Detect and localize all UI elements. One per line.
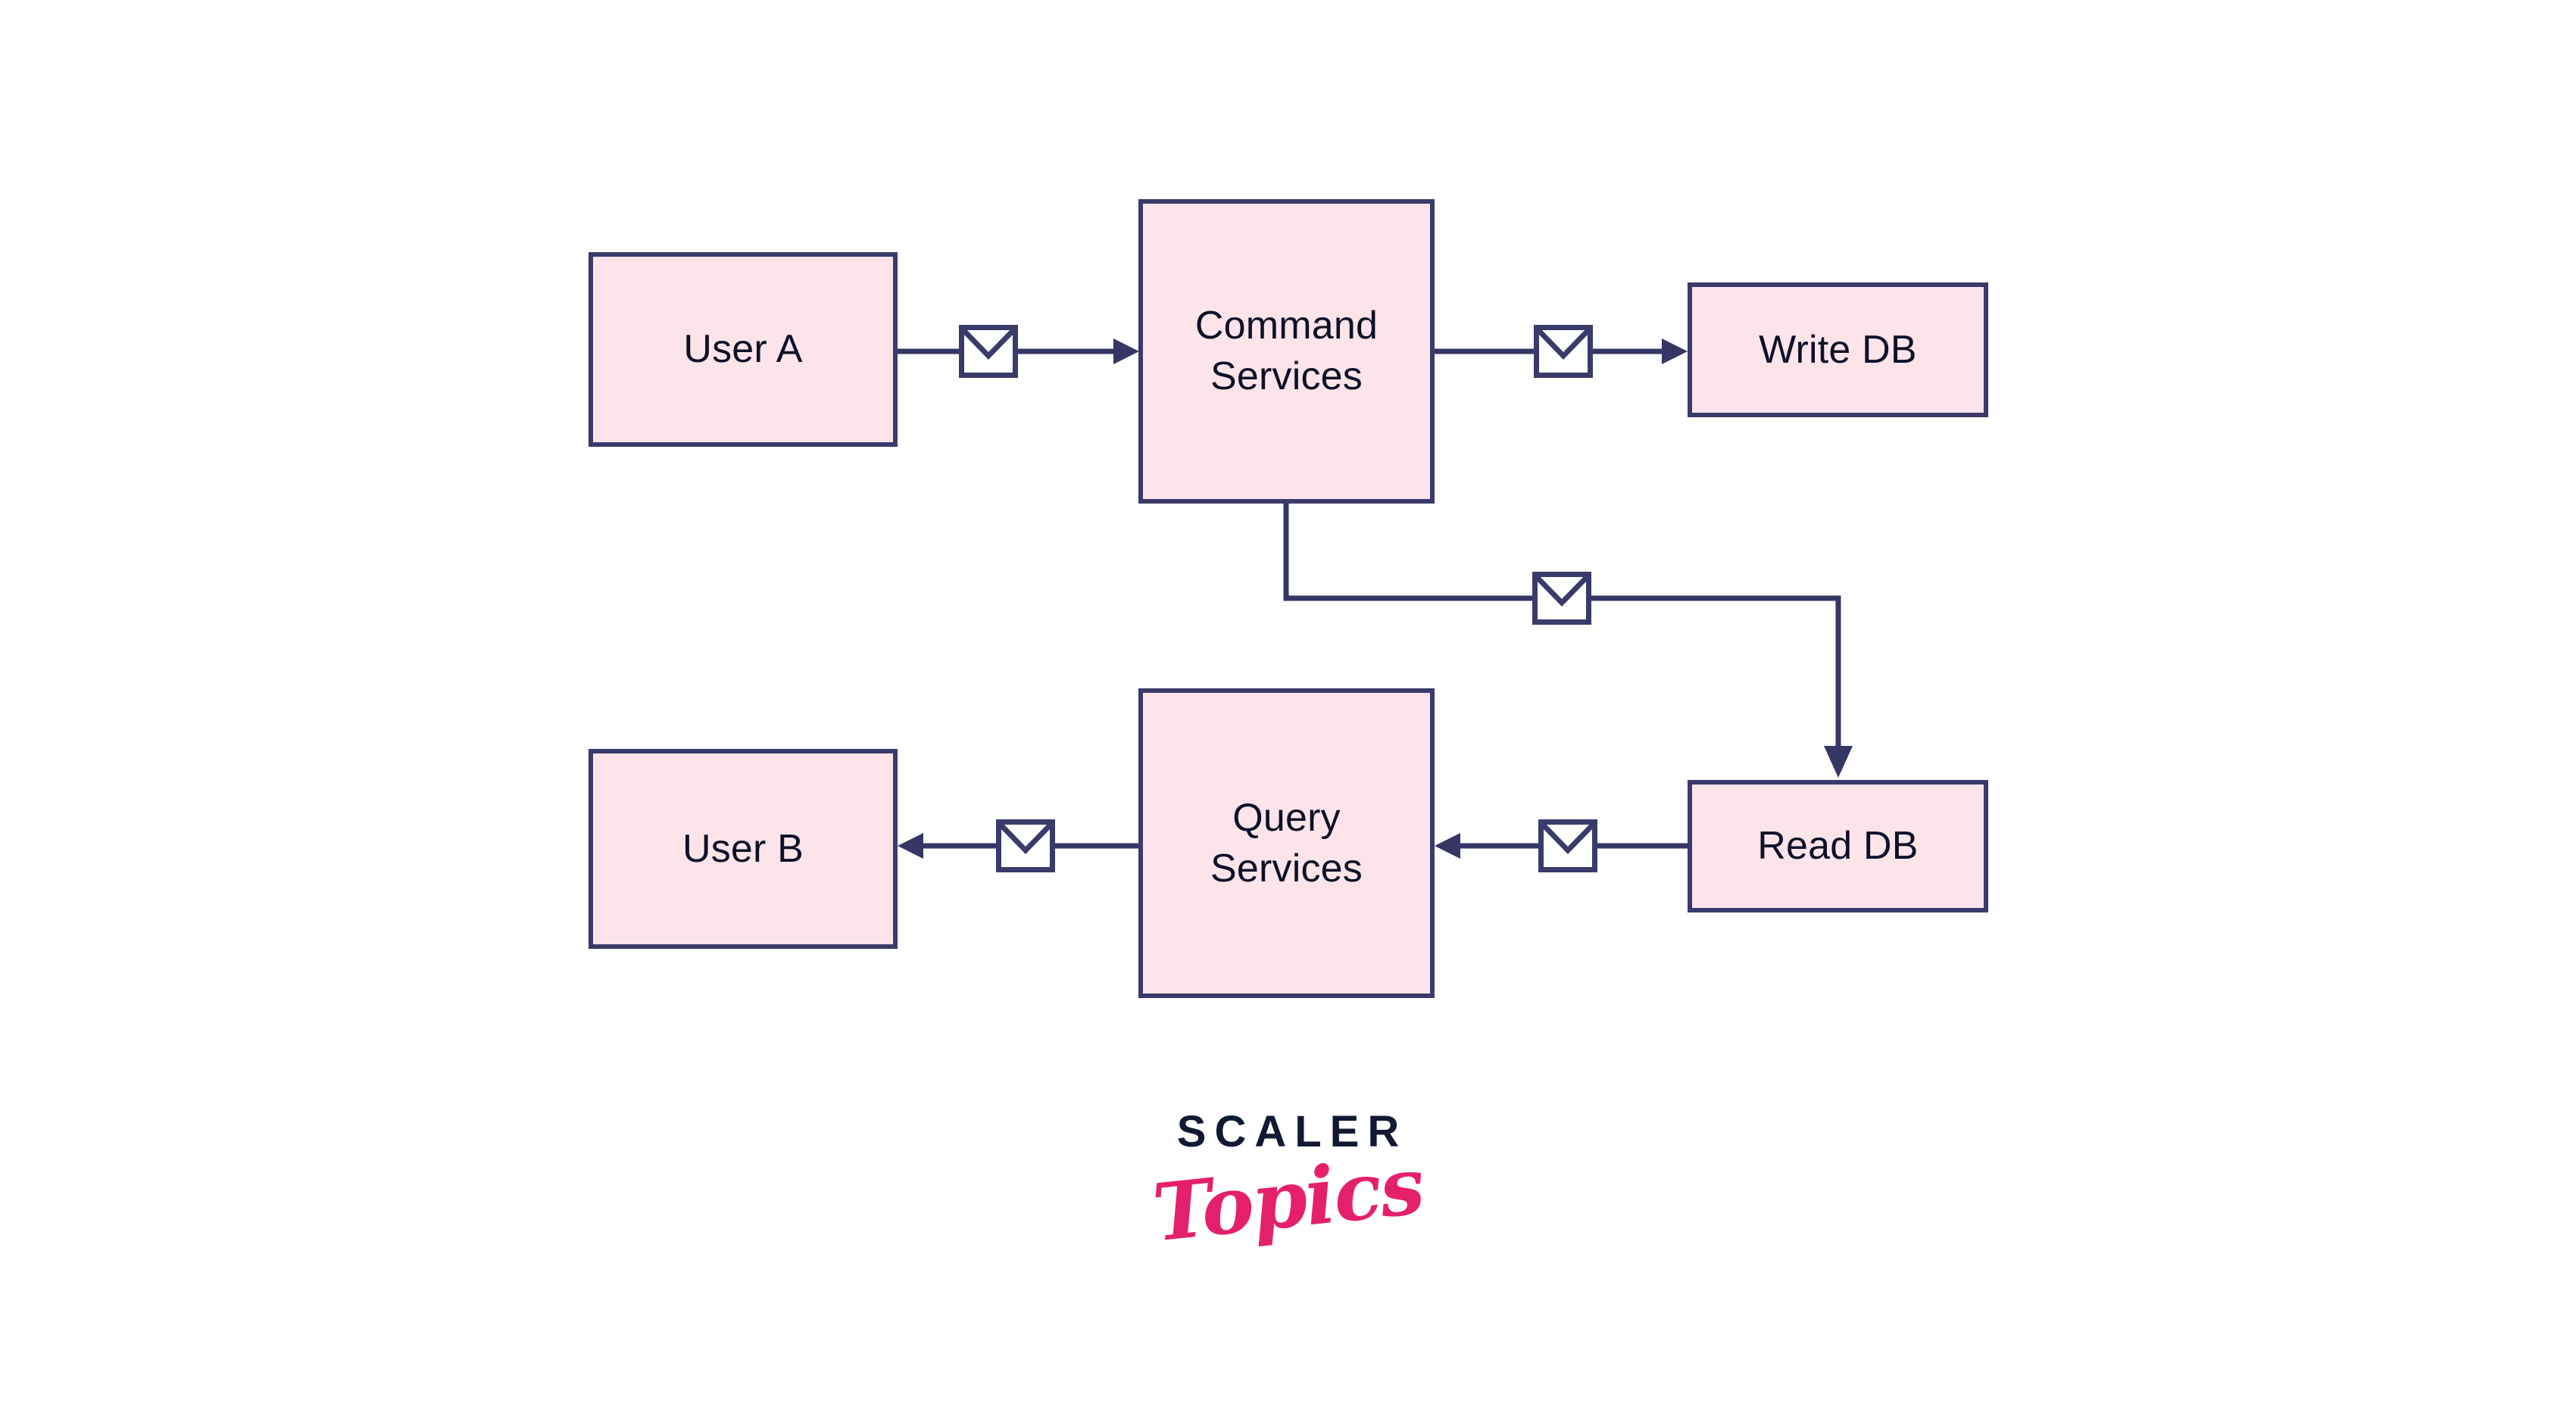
envelope-icon — [1532, 572, 1591, 625]
envelope-icon — [996, 819, 1055, 872]
logo-secondary-text: Topics — [1148, 1138, 1428, 1260]
node-user-b-label: User B — [682, 826, 804, 871]
connector-user-a-to-command-services — [898, 338, 1139, 364]
node-command-services[interactable]: Command Services — [1138, 199, 1435, 504]
node-query-services[interactable]: Query Services — [1138, 688, 1435, 998]
node-user-a-label: User A — [683, 327, 803, 372]
node-command-services-label: Command Services — [1194, 304, 1379, 398]
node-read-db[interactable]: Read DB — [1688, 780, 1988, 912]
node-write-db-label: Write DB — [1759, 327, 1917, 372]
envelope-icon — [959, 325, 1018, 378]
envelope-icon — [1534, 325, 1593, 378]
node-user-b[interactable]: User B — [589, 749, 898, 949]
logo-primary-text: SCALER — [1176, 1107, 1408, 1156]
node-read-db-label: Read DB — [1757, 824, 1919, 869]
envelope-icon — [1538, 819, 1597, 872]
node-write-db[interactable]: Write DB — [1688, 282, 1988, 417]
node-user-a[interactable]: User A — [589, 252, 898, 447]
scaler-topics-logo: SCALER Topics — [0, 1107, 2576, 1260]
node-query-services-label: Query Services — [1210, 795, 1363, 891]
